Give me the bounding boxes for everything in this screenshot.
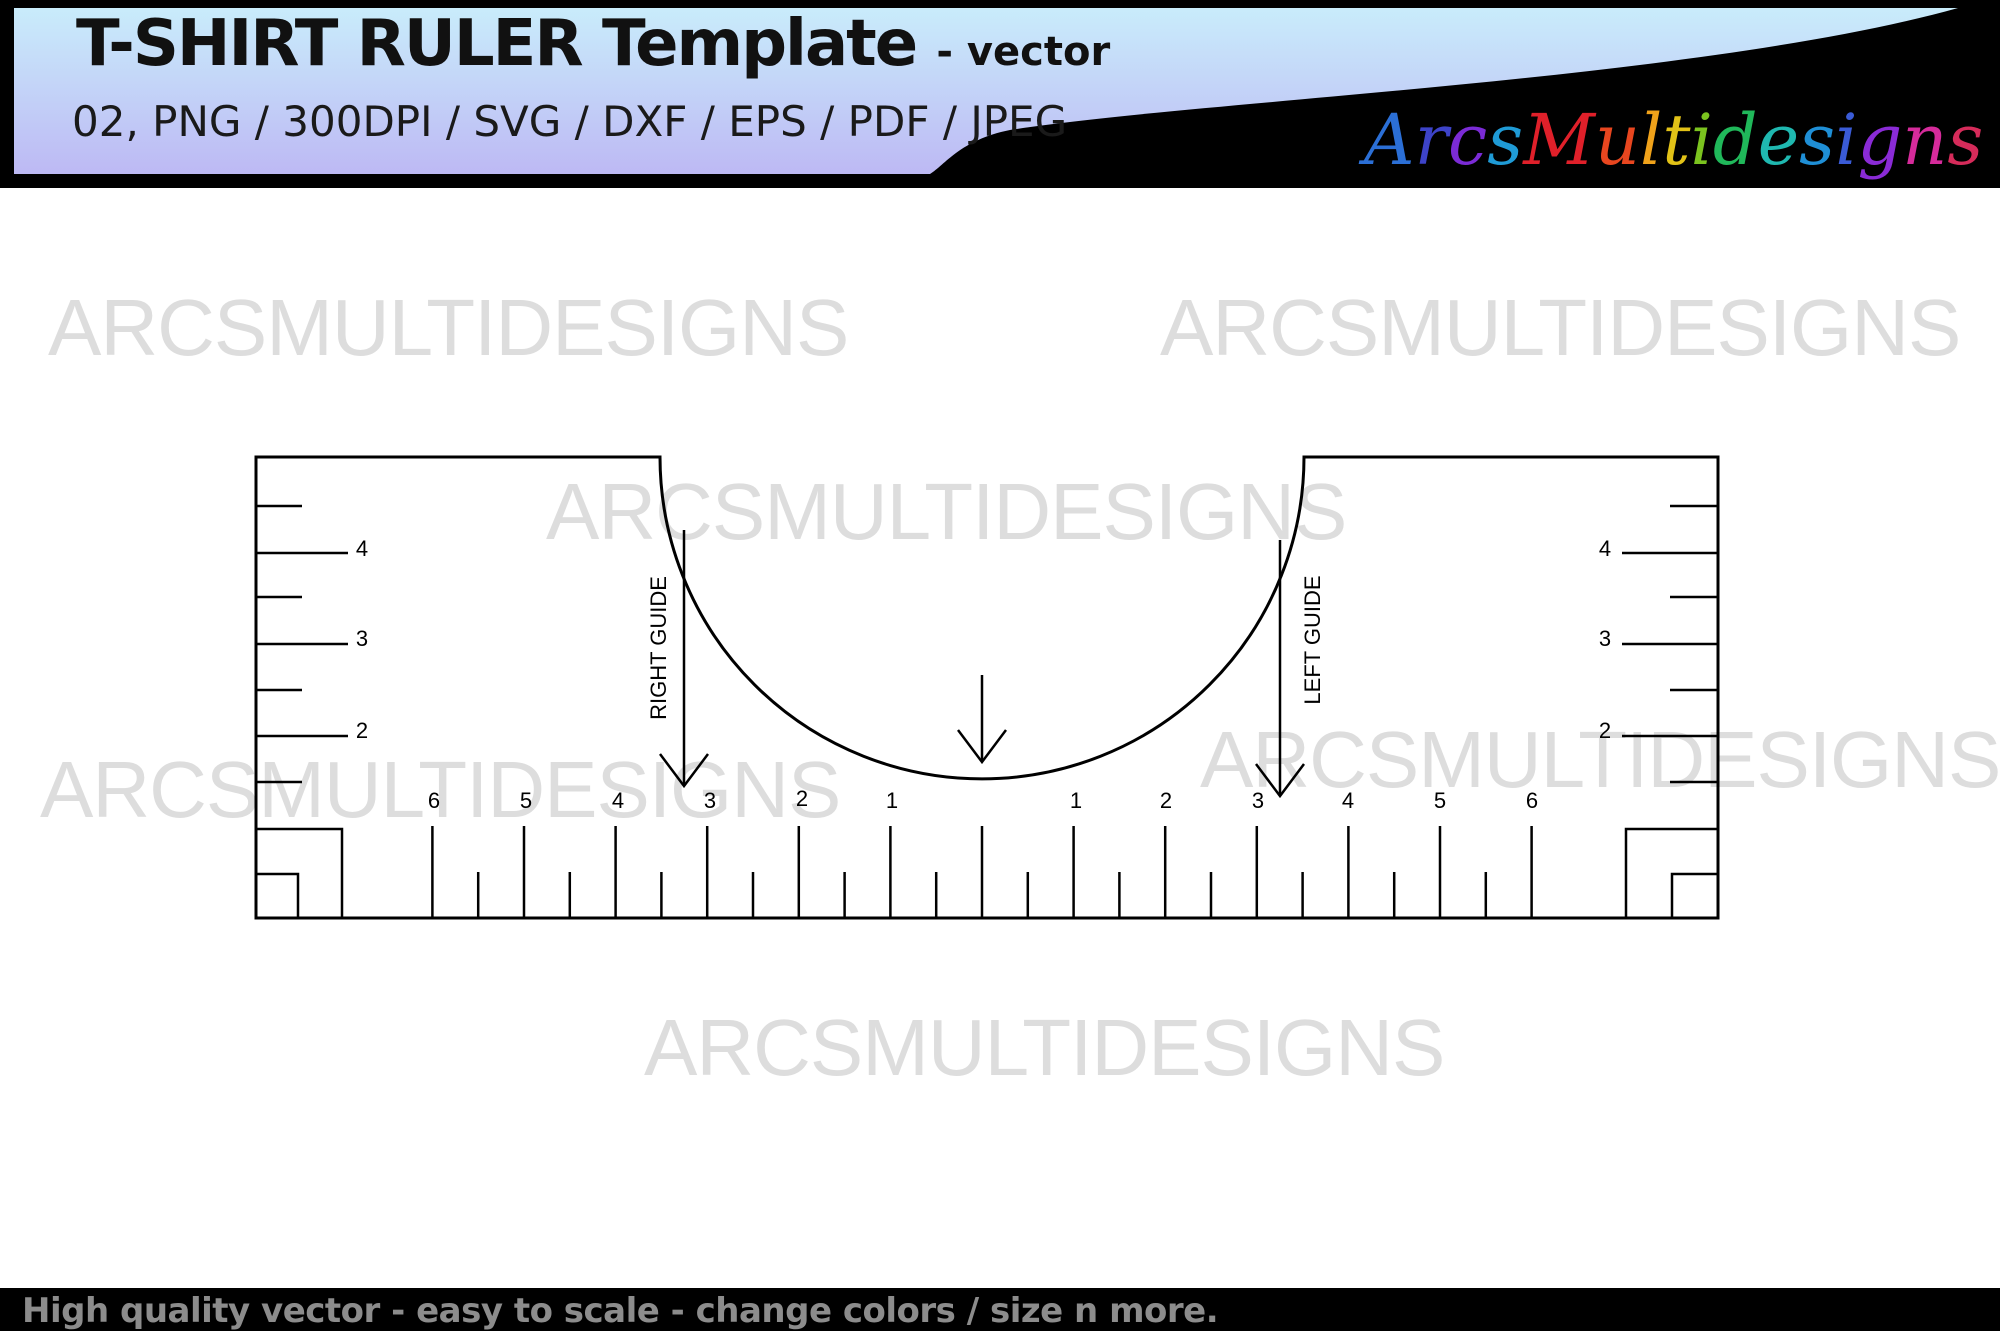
right-scale-ticks: [1622, 504, 1718, 784]
left-guide-arrow: [1255, 540, 1305, 799]
brand-letter: r: [1414, 99, 1449, 181]
footer-bar: High quality vector - easy to scale - ch…: [0, 1288, 2000, 1331]
bottom-scale-label: 2: [1160, 788, 1172, 813]
corner-marks: [256, 827, 1718, 918]
right-guide-label: RIGHT GUIDE: [646, 576, 671, 720]
brand-letter: A: [1364, 99, 1415, 181]
watermark: ARCSMULTIDESIGNS: [1200, 715, 2000, 804]
bottom-scale-label: 3: [1252, 788, 1264, 813]
brand-letter: s: [1487, 99, 1524, 181]
right-scale-label: 4: [1599, 536, 1611, 561]
header-banner: T-SHIRT RULER Template - vector 02, PNG …: [0, 0, 2000, 188]
brand-letter: u: [1594, 99, 1640, 181]
brand-letter: c: [1448, 99, 1488, 181]
left-scale-ticks: [256, 504, 348, 784]
left-scale-label: 2: [356, 718, 368, 743]
title-main: T-SHIRT RULER Template: [76, 7, 918, 81]
watermark: ARCSMULTIDESIGNS: [546, 467, 1347, 556]
left-guide-label: LEFT GUIDE: [1300, 575, 1325, 704]
left-scale-label: 4: [356, 536, 368, 561]
brand-logo: ArcsMultidesigns: [1364, 92, 1983, 188]
right-scale-label: 2: [1599, 718, 1611, 743]
right-scale-label: 3: [1599, 626, 1611, 651]
brand-letter: n: [1902, 99, 1948, 181]
bottom-scale-label: 1: [886, 788, 898, 813]
brand-letter: s: [1947, 99, 1984, 181]
title-suffix: - vector: [936, 29, 1111, 75]
brand-letter: s: [1799, 99, 1836, 181]
brand-letter: M: [1523, 99, 1595, 181]
brand-letter: d: [1712, 99, 1758, 181]
bottom-scale-label: 6: [1526, 788, 1538, 813]
bottom-scale-label: 1: [1070, 788, 1082, 813]
watermark: ARCSMULTIDESIGNS: [48, 283, 849, 372]
brand-letter: g: [1857, 99, 1903, 181]
center-arrow: [957, 675, 1007, 765]
file-formats: 02, PNG / 300DPI / SVG / DXF / EPS / PDF…: [72, 97, 1068, 146]
bottom-scale-label: 2: [796, 786, 808, 811]
brand-letter: i: [1690, 99, 1713, 181]
bottom-scale-label: 5: [520, 788, 532, 813]
watermark: ARCSMULTIDESIGNS: [1160, 283, 1961, 372]
page-title: T-SHIRT RULER Template - vector: [76, 2, 1110, 94]
bottom-scale-ticks: [431, 826, 1533, 918]
bottom-scale-label: 5: [1434, 788, 1446, 813]
right-guide-arrow: [659, 530, 709, 789]
bottom-scale-label: 6: [428, 788, 440, 813]
bottom-scale-label: 3: [704, 788, 716, 813]
brand-letter: l: [1639, 99, 1663, 181]
bottom-scale-label: 4: [612, 788, 624, 813]
left-scale-label: 3: [356, 626, 368, 651]
watermark: ARCSMULTIDESIGNS: [40, 745, 841, 834]
brand-letter: t: [1662, 99, 1691, 181]
footer-text: High quality vector - easy to scale - ch…: [22, 1291, 1219, 1331]
watermark: ARCSMULTIDESIGNS: [644, 1003, 1445, 1092]
brand-letter: e: [1757, 99, 1800, 181]
banner-background: [0, 0, 2000, 188]
ruler-outline: [254, 455, 1720, 920]
brand-letter: i: [1835, 99, 1858, 181]
bottom-scale-label: 4: [1342, 788, 1354, 813]
